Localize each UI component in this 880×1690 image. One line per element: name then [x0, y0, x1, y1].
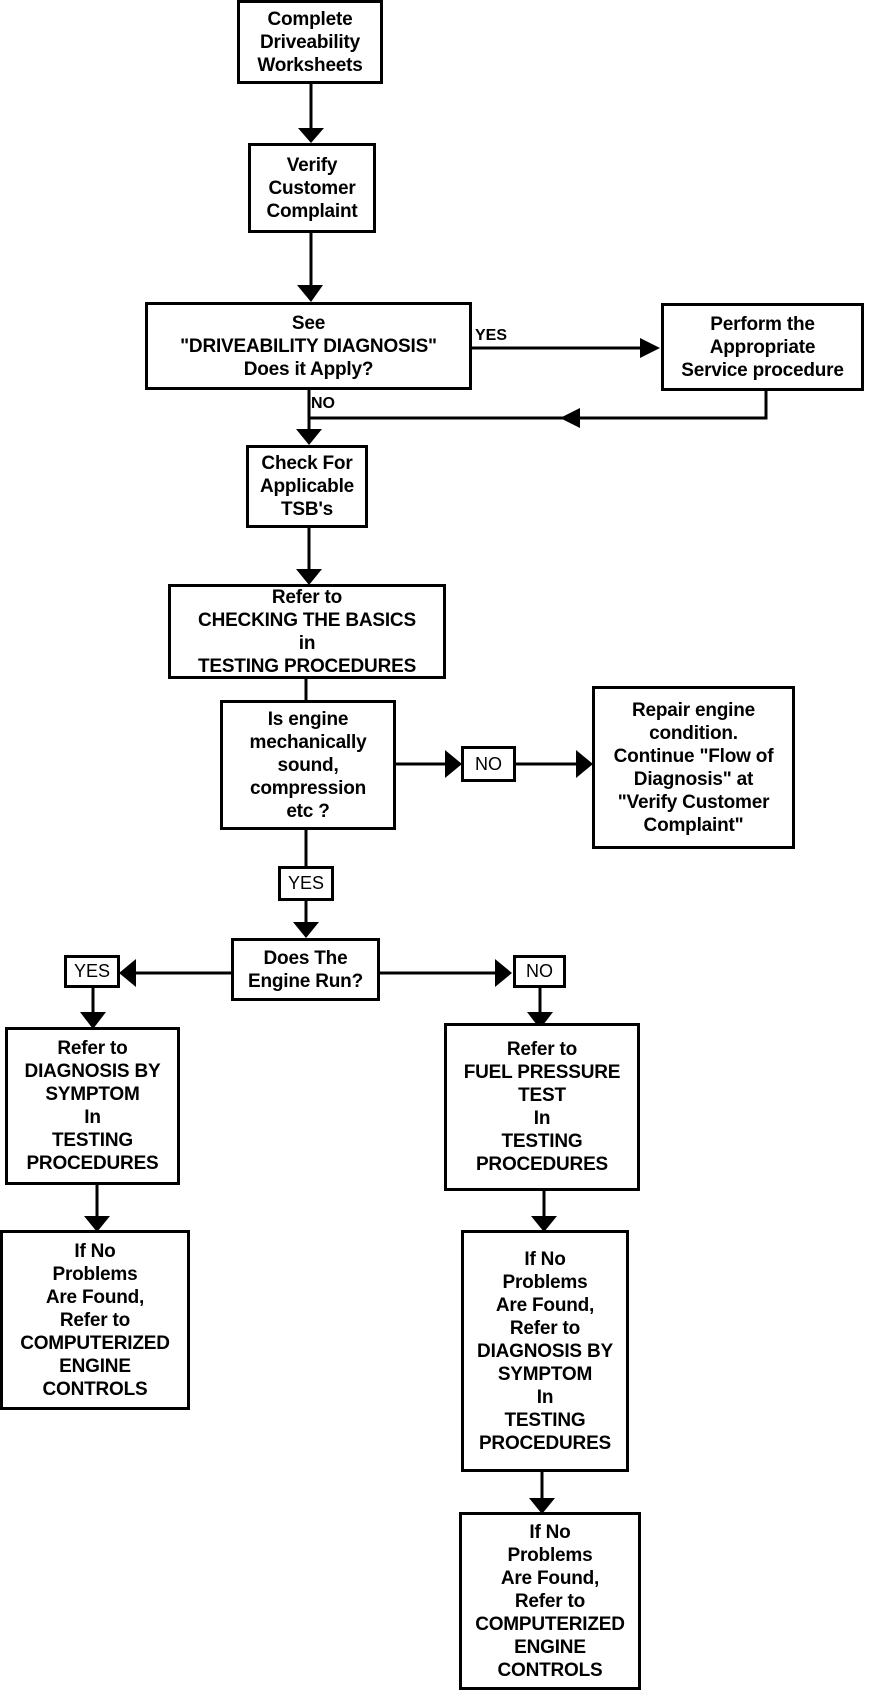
node-diagnosis-symptom-text: Refer to DIAGNOSIS BY SYMPTOM In TESTING… — [24, 1038, 161, 1174]
node-complete-worksheets: Complete Driveability Worksheets — [237, 0, 383, 84]
node-fuel-pressure-text: Refer to FUEL PRESSURE TEST In TESTING P… — [463, 1039, 621, 1175]
label-yes-apply: YES — [475, 327, 508, 344]
node-see-driveability: See "DRIVEABILITY DIAGNOSIS" Does it App… — [145, 302, 472, 390]
node-see-driveability-text: See "DRIVEABILITY DIAGNOSIS" Does it App… — [180, 312, 437, 380]
tag-no-mech: NO — [461, 746, 516, 782]
node-engine-run: Does The Engine Run? — [231, 938, 380, 1001]
node-check-tsb: Check For Applicable TSB's — [246, 445, 368, 528]
node-repair-engine: Repair engine condition. Continue "Flow … — [592, 686, 795, 849]
node-mechanically-sound-text: Is engine mechanically sound, compressio… — [249, 708, 367, 822]
arrowhead-run — [293, 922, 319, 938]
label-no-apply: NO — [311, 395, 335, 412]
arrowhead-repair — [576, 750, 593, 778]
arrowhead-verify — [298, 128, 324, 143]
arrowhead-yes-run — [119, 959, 136, 987]
node-computerized-right-text: If No Problems Are Found, Refer to COMPU… — [475, 1521, 625, 1681]
arrowhead-computer-right — [529, 1498, 555, 1514]
node-check-tsb-text: Check For Applicable TSB's — [259, 453, 355, 520]
node-symptom-right: If No Problems Are Found, Refer to DIAGN… — [461, 1230, 629, 1472]
node-perform-service-text: Perform the Appropriate Service procedur… — [681, 313, 844, 381]
arrowhead-see — [297, 285, 323, 302]
node-checking-basics-text: Refer to CHECKING THE BASICS in TESTING … — [197, 586, 417, 677]
node-complete-worksheets-text: Complete Driveability Worksheets — [257, 8, 363, 76]
arrowhead-symptom — [80, 1012, 106, 1029]
node-diagnosis-symptom: Refer to DIAGNOSIS BY SYMPTOM In TESTING… — [5, 1027, 180, 1185]
node-verify-complaint: Verify Customer Complaint — [248, 143, 376, 233]
node-computerized-right: If No Problems Are Found, Refer to COMPU… — [459, 1512, 641, 1690]
arrowhead-computer-left — [84, 1216, 110, 1232]
node-mechanically-sound: Is engine mechanically sound, compressio… — [220, 700, 396, 830]
node-checking-basics: Refer to CHECKING THE BASICS in TESTING … — [168, 584, 446, 679]
node-engine-run-text: Does The Engine Run? — [248, 947, 363, 992]
arrowhead-no-mech — [445, 750, 462, 778]
edge-perform-return — [309, 390, 768, 420]
arrowhead-symptom-right — [531, 1216, 557, 1232]
node-repair-engine-text: Repair engine condition. Continue "Flow … — [613, 699, 774, 836]
tag-yes-run: YES — [64, 955, 120, 988]
node-verify-complaint-text: Verify Customer Complaint — [266, 154, 358, 222]
tag-no-run: NO — [513, 955, 566, 988]
node-perform-service: Perform the Appropriate Service procedur… — [661, 303, 864, 391]
arrowhead-fuel — [527, 1012, 553, 1029]
arrowhead-perform — [640, 338, 660, 358]
tag-yes-mech: YES — [278, 866, 334, 901]
arrowhead-tsb — [296, 429, 322, 445]
arrowhead-basics — [296, 569, 322, 585]
node-symptom-right-text: If No Problems Are Found, Refer to DIAGN… — [477, 1248, 613, 1454]
node-computerized-left: If No Problems Are Found, Refer to COMPU… — [0, 1230, 190, 1410]
arrowhead-return — [560, 408, 580, 428]
node-computerized-left-text: If No Problems Are Found, Refer to COMPU… — [20, 1240, 170, 1400]
arrowhead-no-run — [495, 959, 512, 987]
node-fuel-pressure: Refer to FUEL PRESSURE TEST In TESTING P… — [444, 1023, 640, 1191]
